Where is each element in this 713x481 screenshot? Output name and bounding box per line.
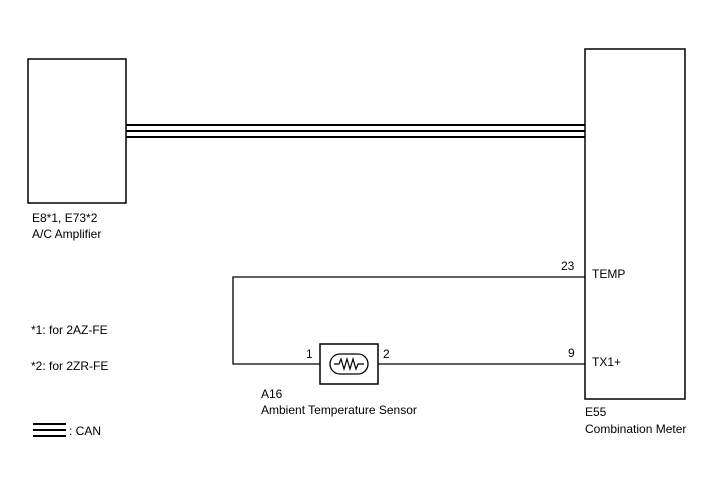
sensor-code: A16 bbox=[261, 387, 283, 401]
meter-pin-temp-label: TEMP bbox=[592, 267, 625, 281]
can-legend-icon bbox=[33, 423, 66, 437]
meter-pin-9-number: 9 bbox=[568, 346, 575, 360]
meter-pin-tx1-label: TX1+ bbox=[592, 355, 621, 369]
sensor-pin-1: 1 bbox=[306, 347, 313, 361]
ac-amplifier-code: E8*1, E73*2 bbox=[32, 211, 98, 225]
note-2zr-fe: *2: for 2ZR-FE bbox=[31, 359, 108, 373]
resistor-zigzag-icon bbox=[334, 356, 364, 372]
meter-pin-23-number: 23 bbox=[561, 259, 575, 273]
ac-amplifier-name: A/C Amplifier bbox=[32, 227, 101, 241]
sensor-pin-2: 2 bbox=[383, 347, 390, 361]
thermistor-symbol bbox=[329, 353, 369, 375]
combination-meter-code: E55 bbox=[585, 405, 607, 419]
can-legend-label: : CAN bbox=[69, 424, 101, 438]
combination-meter-name: Combination Meter bbox=[585, 422, 686, 436]
ambient-temperature-sensor-box bbox=[319, 343, 379, 385]
note-2az-fe: *1: for 2AZ-FE bbox=[31, 323, 108, 337]
temp-signal-wire bbox=[232, 276, 585, 365]
ac-amplifier-box bbox=[27, 58, 127, 204]
sensor-name: Ambient Temperature Sensor bbox=[261, 403, 417, 417]
combination-meter-box bbox=[584, 48, 686, 400]
can-bus-lines bbox=[126, 124, 585, 138]
